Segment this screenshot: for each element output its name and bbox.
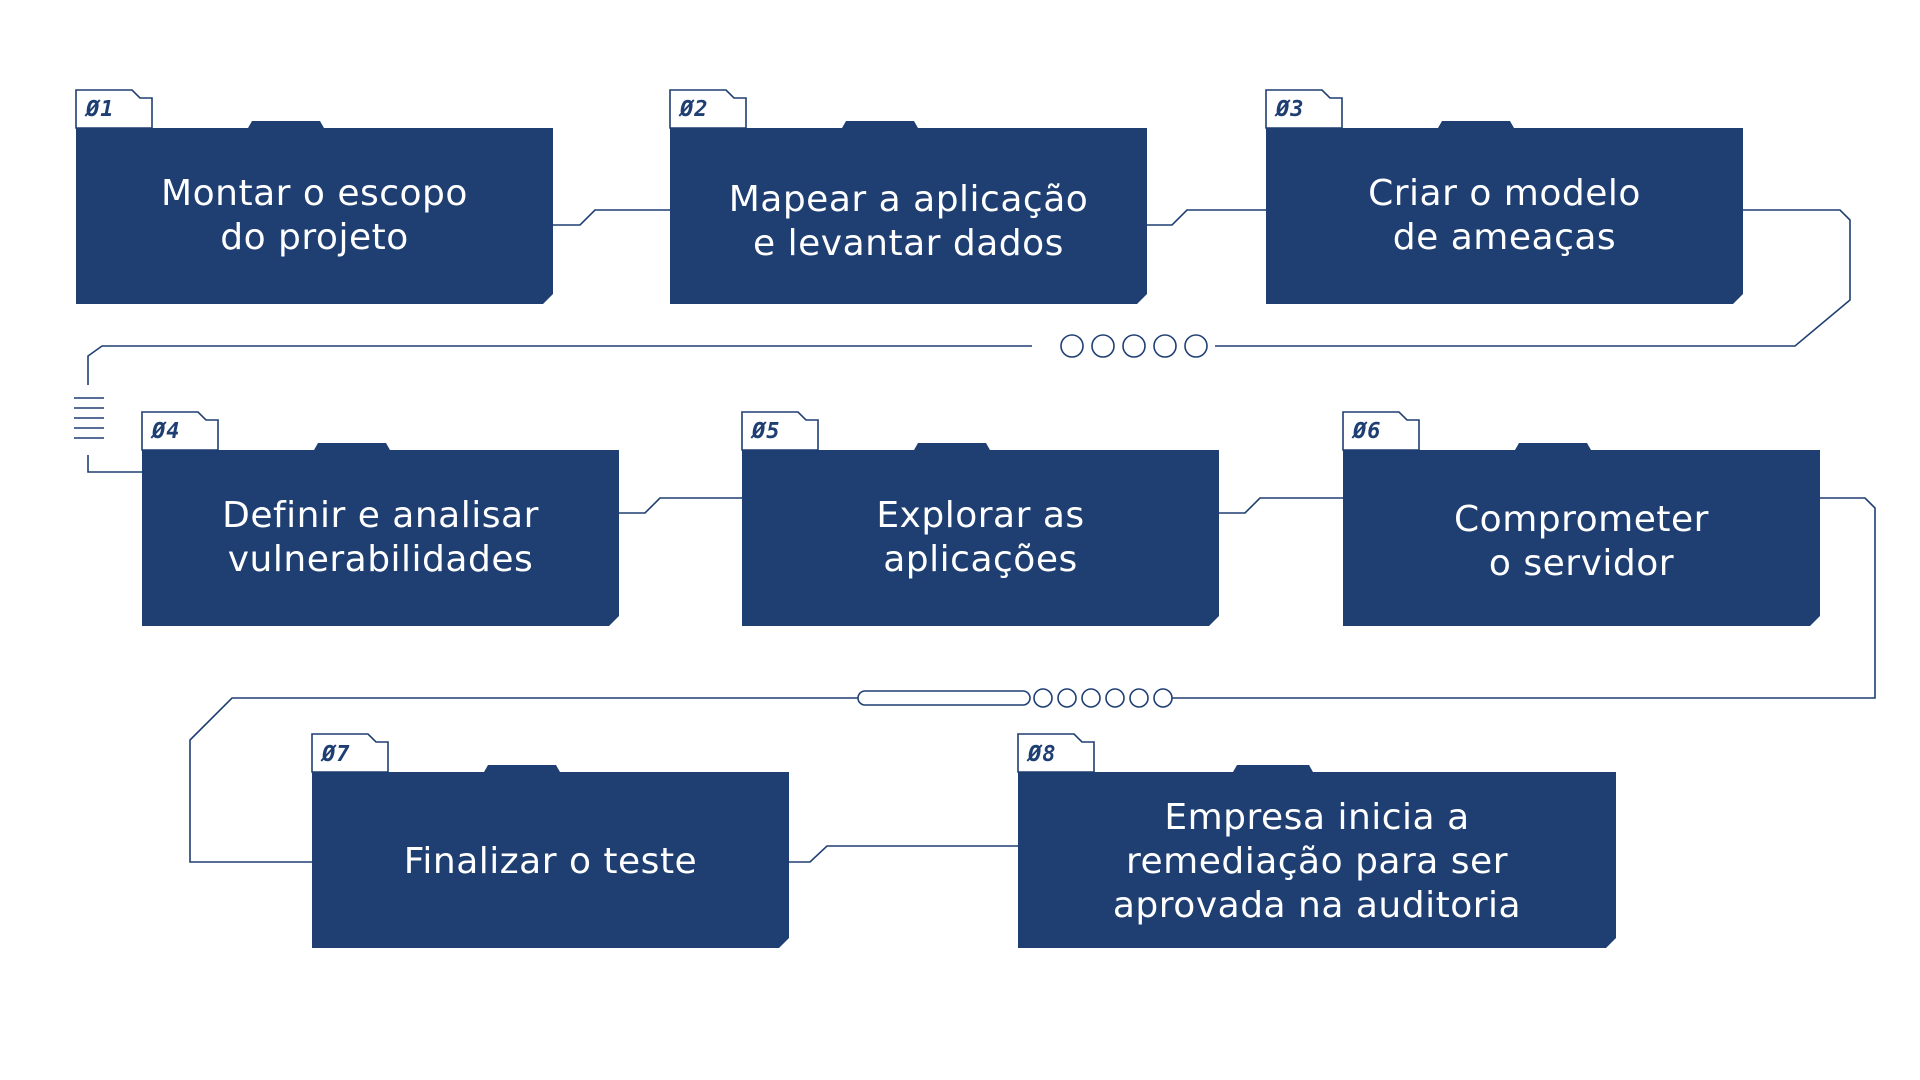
folder-1	[76, 121, 553, 304]
step-3-label: Criar o modelo de ameaças	[1368, 173, 1641, 258]
connector-dot	[1081, 688, 1101, 708]
folder-4-number-tab	[141, 411, 219, 451]
step-1-label: Montar o escopo do projeto	[161, 173, 468, 258]
connector-dot	[1122, 334, 1146, 358]
step-5-label: Explorar as aplicações	[876, 495, 1085, 580]
folder-3-number-tab	[1265, 89, 1343, 129]
connector-5-6	[1219, 497, 1343, 514]
connector-4-5	[619, 497, 742, 514]
folder-2-number-tab	[669, 89, 747, 129]
connector-3-row2-right	[1215, 209, 1851, 347]
step-1-number: Ø1	[86, 97, 115, 122]
connector-dot	[1153, 688, 1173, 708]
step-4-label: Definir e analisar vulnerabilidades	[222, 495, 539, 580]
connector-into-4	[87, 455, 142, 473]
connector-1-2	[553, 209, 670, 226]
step-6-number: Ø6	[1353, 419, 1382, 444]
folder-5-number-tab	[741, 411, 819, 451]
connector-dot	[1057, 688, 1077, 708]
step-4-number: Ø4	[152, 419, 181, 444]
folder-4	[142, 443, 619, 626]
connector-dot	[1184, 334, 1208, 358]
connector-row3-into-7	[189, 697, 858, 863]
connector-pill	[857, 690, 1031, 706]
connector-dot	[1091, 334, 1115, 358]
connector-dot	[1033, 688, 1053, 708]
connector-dot	[1129, 688, 1149, 708]
folder-3	[1266, 121, 1743, 304]
step-8-label: Empresa inicia a remediação para ser apr…	[1112, 797, 1522, 926]
folder-5	[742, 443, 1219, 626]
connector-dot	[1060, 334, 1084, 358]
step-2-number: Ø2	[680, 97, 709, 122]
connector-6-row3-right	[1170, 497, 1876, 699]
step-6-label: Comprometer o servidor	[1454, 499, 1709, 584]
folder-7-number-tab	[311, 733, 389, 773]
folder-1-number-tab	[75, 89, 153, 129]
folder-2	[670, 121, 1147, 304]
step-7-number: Ø7	[322, 742, 351, 767]
connector-row2-left	[87, 345, 1032, 385]
step-2-label: Mapear a aplicação e levantar dados	[728, 179, 1089, 264]
connector-dot	[1153, 334, 1177, 358]
step-5-number: Ø5	[752, 419, 781, 444]
step-8-number: Ø8	[1028, 742, 1057, 767]
folder-8-number-tab	[1017, 733, 1095, 773]
connector-7-8	[789, 845, 1018, 863]
connector-2-3	[1147, 209, 1266, 226]
step-7-label: Finalizar o teste	[403, 841, 698, 882]
folder-8	[1018, 765, 1616, 948]
folder-6-number-tab	[1342, 411, 1420, 451]
step-3-number: Ø3	[1276, 97, 1305, 122]
folder-6	[1343, 443, 1820, 626]
folder-7	[312, 765, 789, 948]
connector-dot	[1105, 688, 1125, 708]
